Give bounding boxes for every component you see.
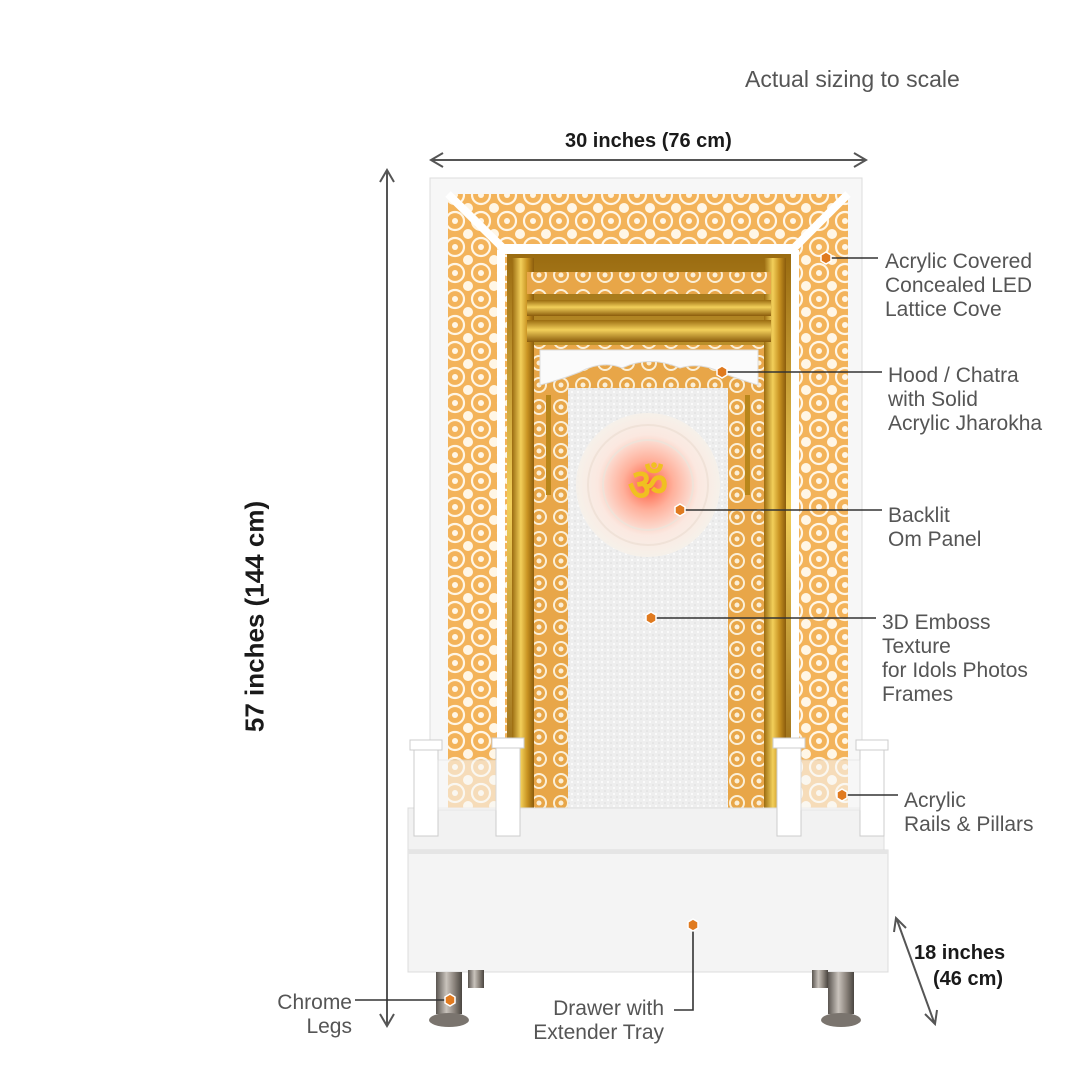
marker-drawer bbox=[687, 918, 699, 932]
marker-hood bbox=[716, 365, 728, 379]
callout-drawer: Drawer with Extender Tray bbox=[533, 997, 664, 1044]
height-dimension: 57 inches (144 cm) bbox=[239, 500, 270, 733]
callout-legs: Chrome Legs bbox=[277, 991, 352, 1038]
callout-om-panel: Backlit Om Panel bbox=[888, 504, 982, 551]
hood-jharokha bbox=[539, 349, 759, 386]
callout-rails: Acrylic Rails & Pillars bbox=[904, 789, 1034, 836]
scale-note: Actual sizing to scale bbox=[745, 66, 960, 92]
depth-dimension-line1: 18 inches bbox=[914, 942, 1006, 964]
marker-led-cove bbox=[820, 251, 832, 265]
callout-led-cove: Acrylic Covered Concealed LED Lattice Co… bbox=[885, 250, 1033, 321]
backlit-om-panel bbox=[576, 413, 720, 557]
chrome-legs bbox=[429, 970, 861, 1027]
marker-emboss bbox=[645, 611, 657, 625]
marker-om-panel bbox=[674, 503, 686, 517]
marker-legs bbox=[444, 993, 456, 1007]
width-dimension: 30 inches (76 cm) bbox=[565, 130, 732, 152]
callout-hood: Hood / Chatra with Solid Acrylic Jharokh… bbox=[888, 364, 1043, 435]
depth-dimension-line2: (46 cm) bbox=[933, 968, 1004, 990]
callout-emboss: 3D Emboss Texture for Idols Photos Frame… bbox=[882, 611, 1028, 706]
marker-rails bbox=[836, 788, 848, 802]
om-symbol: ॐ bbox=[628, 460, 668, 511]
drawer-base bbox=[407, 849, 889, 973]
